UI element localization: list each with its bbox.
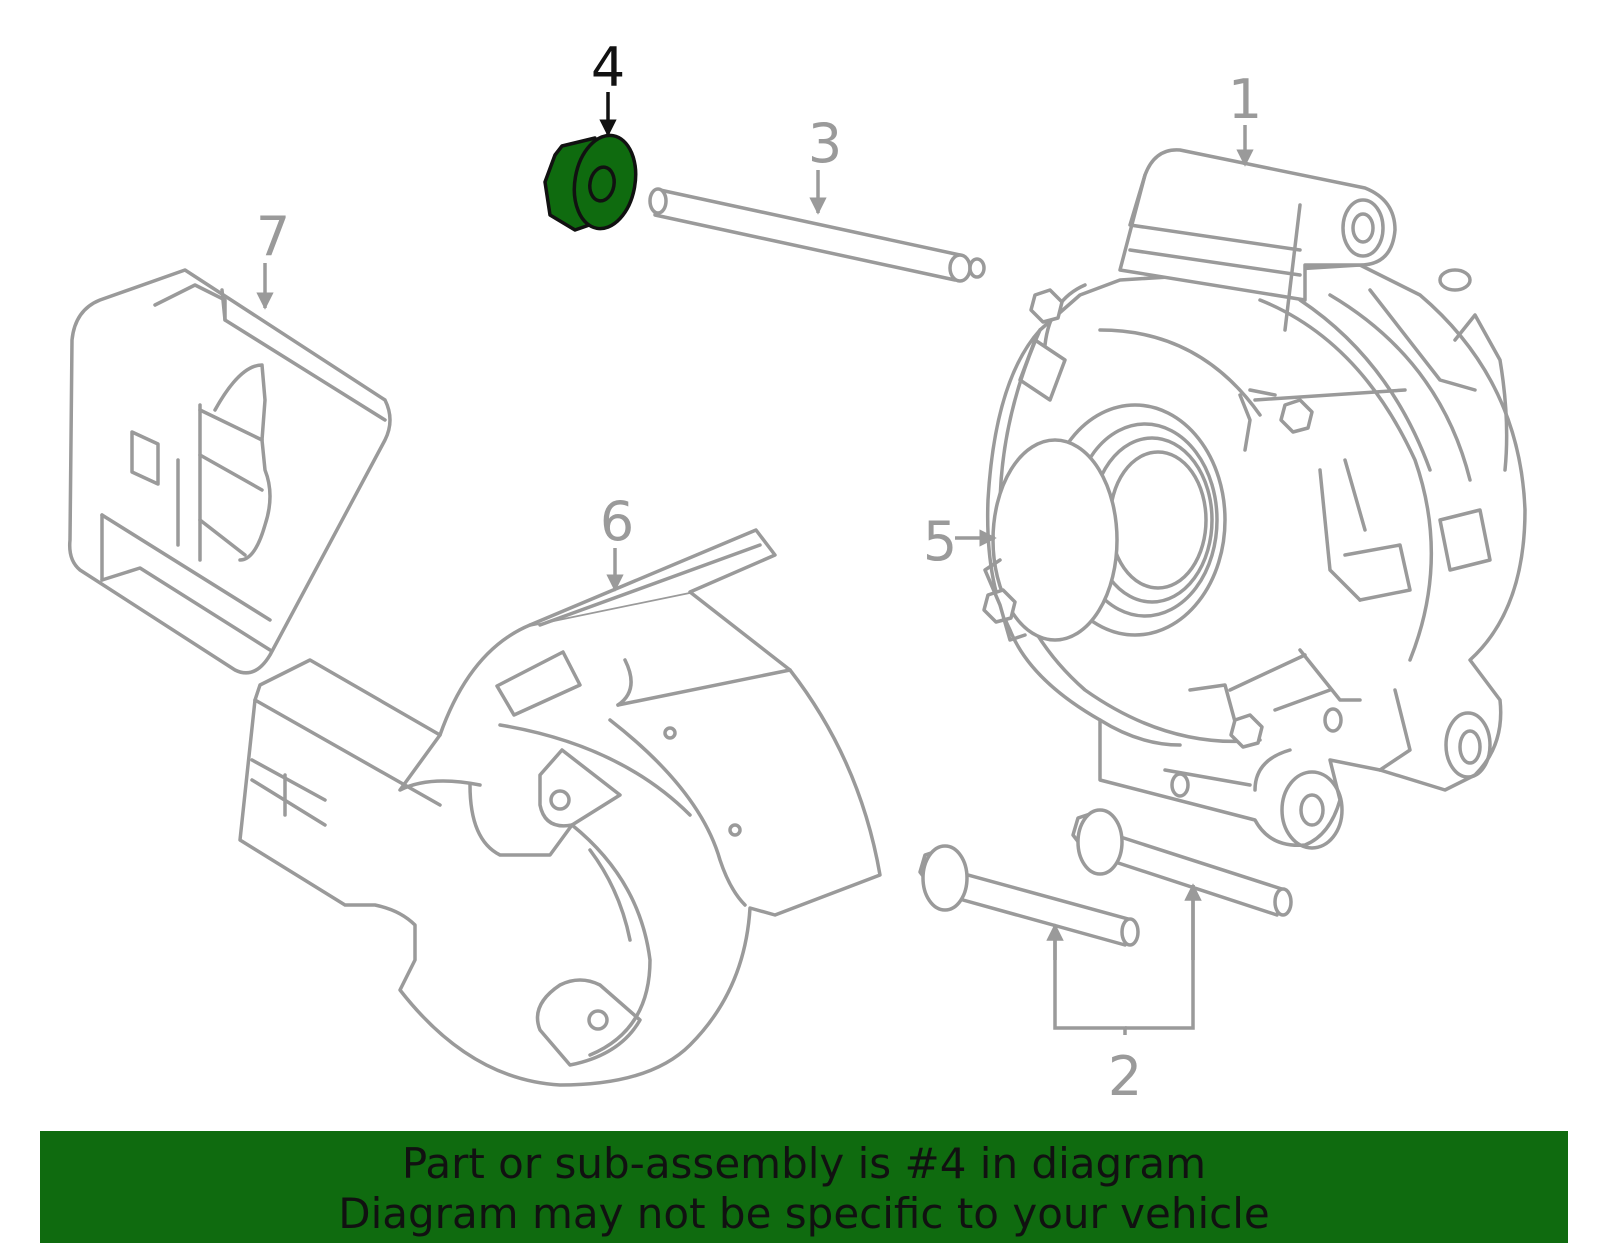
callout-2: 2 <box>1108 1045 1142 1108</box>
part-6-rear-cover[interactable] <box>238 528 882 1087</box>
banner-line-2: Diagram may not be specific to your vehi… <box>338 1189 1270 1238</box>
banner-line-1: Part or sub-assembly is #4 in diagram <box>401 1139 1207 1188</box>
callout-1: 1 <box>1228 68 1262 131</box>
callout-6: 6 <box>600 490 634 553</box>
part-7-connector-cover[interactable] <box>67 268 392 675</box>
nut-hole <box>588 165 616 203</box>
callout-arrows <box>256 92 1254 1035</box>
part-3-stud[interactable] <box>648 187 986 283</box>
callout-labels: 1 2 3 4 5 6 7 <box>256 36 1262 1108</box>
callout-3: 3 <box>808 112 842 175</box>
callout-4: 4 <box>591 36 625 99</box>
callout-5: 5 <box>923 510 957 573</box>
part-4-nut[interactable] <box>543 131 643 234</box>
callout-7: 7 <box>256 205 290 268</box>
part-1-alternator[interactable] <box>982 148 1527 850</box>
part-2-bolts[interactable] <box>918 808 1293 947</box>
info-banner: Part or sub-assembly is #4 in diagram Di… <box>40 1131 1568 1243</box>
